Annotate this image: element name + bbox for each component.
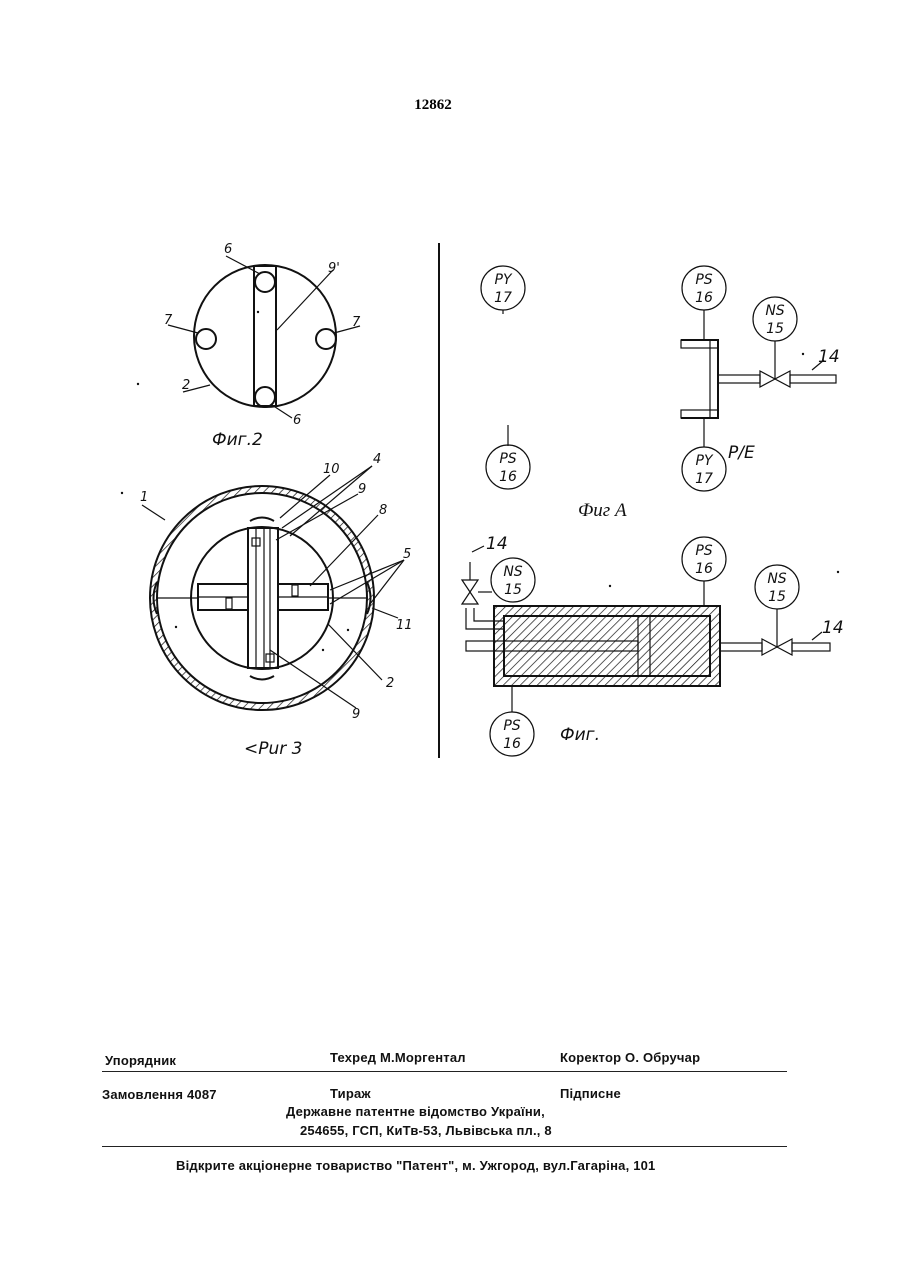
circulation: Тираж [330, 1086, 371, 1101]
imprint-rule-bottom [102, 1146, 787, 1147]
compiler-label: Упорядник [105, 1053, 176, 1068]
proofreader: Коректор О. Обручар [560, 1050, 700, 1065]
subscription: Підписне [560, 1086, 621, 1101]
imprint-rule-top [102, 1071, 787, 1072]
publisher-line: Відкрите акціонерне товариство "Патент",… [176, 1158, 656, 1173]
office-line-1: Державне патентне відомство України, [286, 1104, 545, 1119]
office-line-2: 254655, ГСП, КиТв-53, Львівська пл., 8 [300, 1123, 552, 1138]
tech-editor: Техред М.Моргентал [330, 1050, 466, 1065]
order-number: Замовлення 4087 [102, 1087, 217, 1102]
